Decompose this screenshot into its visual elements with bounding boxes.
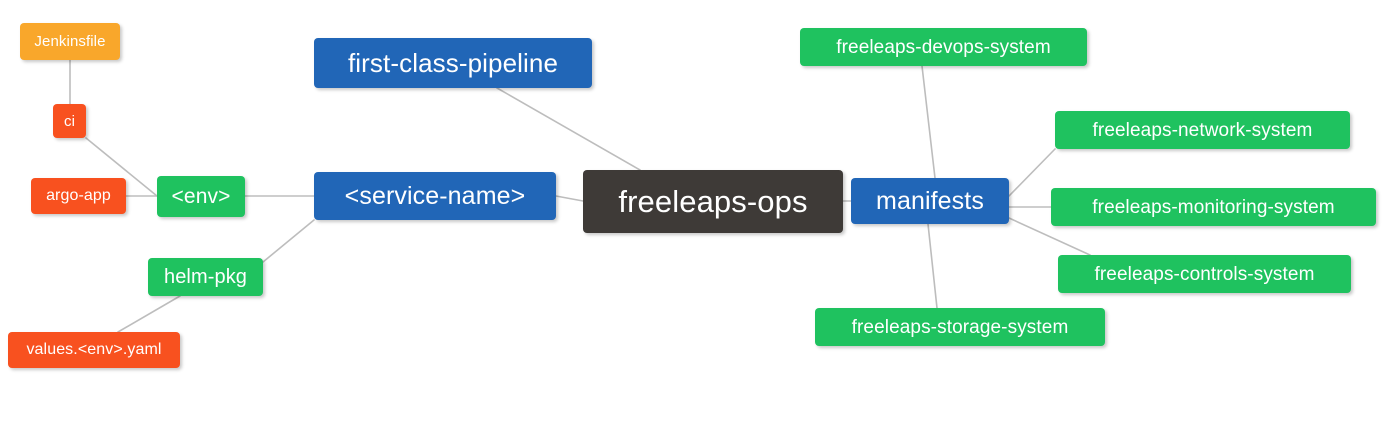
edge-first-class-pipeline-to-freeleaps-ops [496, 87, 641, 171]
edge-manifests-to-freeleaps-devops-system [921, 65, 936, 179]
node-freeleaps-controls-system[interactable]: freeleaps-controls-system [1058, 255, 1351, 293]
node-manifests[interactable]: manifests [851, 178, 1009, 224]
edge-service-name-to-helm-pkg [262, 219, 315, 263]
edge-manifests-to-freeleaps-storage-system [927, 223, 938, 309]
node-ci[interactable]: ci [53, 104, 86, 138]
node-argo-app[interactable]: argo-app [31, 178, 126, 214]
node-freeleaps-devops-system[interactable]: freeleaps-devops-system [800, 28, 1087, 66]
node-freeleaps-network-system[interactable]: freeleaps-network-system [1055, 111, 1350, 149]
node-freeleaps-storage-system[interactable]: freeleaps-storage-system [815, 308, 1105, 346]
node-first-class-pipeline[interactable]: first-class-pipeline [314, 38, 592, 88]
edge-service-name-to-freeleaps-ops [555, 195, 584, 202]
node-values-yaml[interactable]: values.<env>.yaml [8, 332, 180, 368]
edge-manifests-to-freeleaps-network-system [1008, 148, 1056, 197]
node-env[interactable]: <env> [157, 176, 245, 217]
node-freeleaps-ops[interactable]: freeleaps-ops [583, 170, 843, 233]
node-helm-pkg[interactable]: helm-pkg [148, 258, 263, 296]
node-jenkinsfile[interactable]: Jenkinsfile [20, 23, 120, 60]
node-service-name[interactable]: <service-name> [314, 172, 556, 220]
edge-helm-pkg-to-values-yaml [117, 295, 181, 333]
node-freeleaps-monitoring-system[interactable]: freeleaps-monitoring-system [1051, 188, 1376, 226]
